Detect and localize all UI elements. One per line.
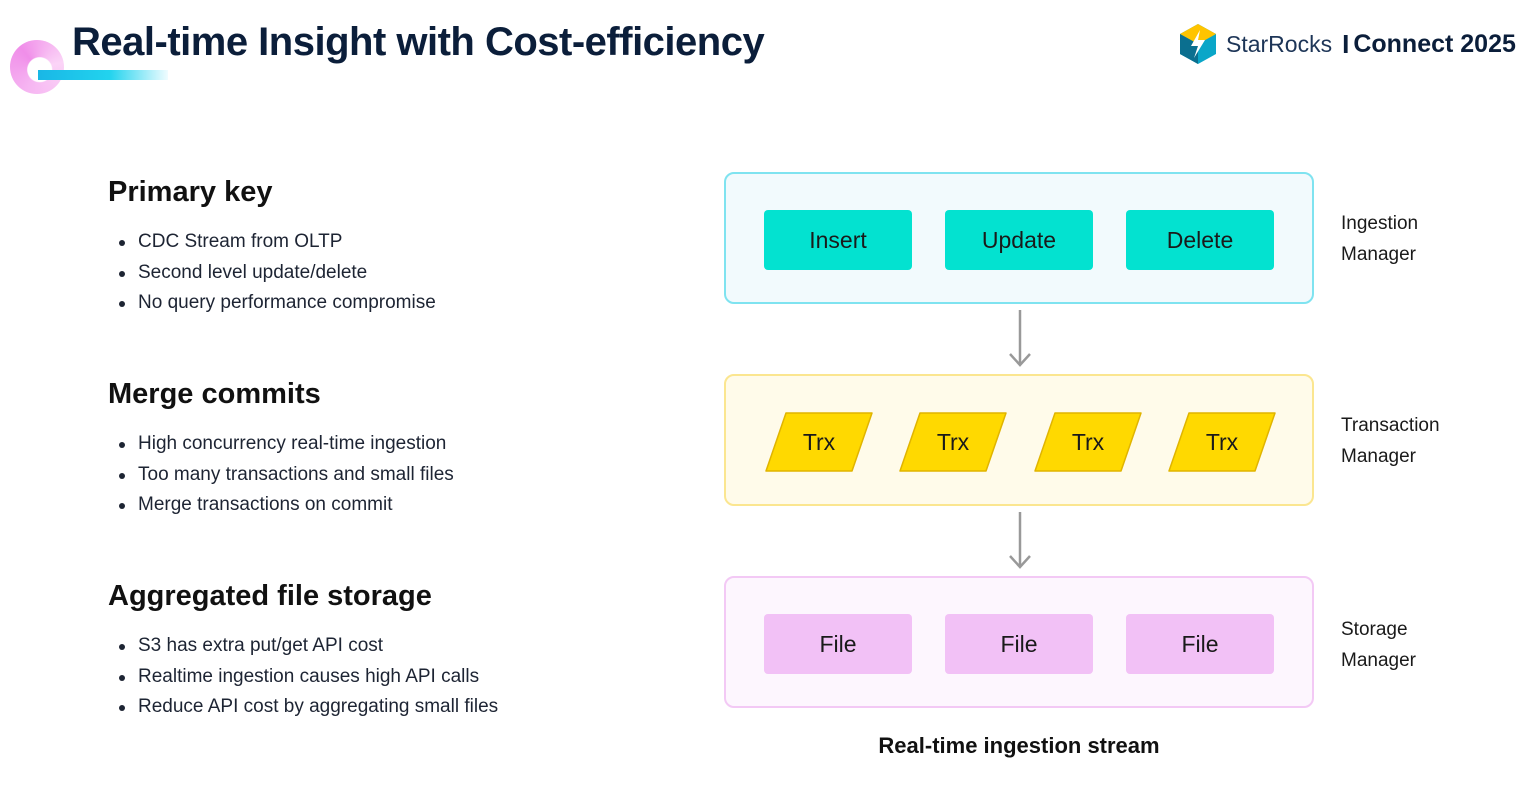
ring-shape <box>10 40 64 94</box>
label-line: Storage <box>1341 619 1408 640</box>
bullet-item: Realtime ingestion causes high API calls <box>108 662 498 693</box>
trx-label: Trx <box>936 428 970 455</box>
brand-name: StarRocks <box>1226 30 1333 57</box>
trx-label: Trx <box>802 428 836 455</box>
file-box: File <box>1126 614 1274 674</box>
section-aggregated-file-storage: Aggregated file storage S3 has extra put… <box>108 580 498 723</box>
label-line: Manager <box>1341 649 1416 671</box>
storage-panel: File File File <box>724 576 1314 708</box>
file-box: File <box>945 614 1093 674</box>
label-line: Manager <box>1341 243 1416 265</box>
transaction-panel: Trx Trx Trx Trx <box>724 374 1314 506</box>
bullet-item: Too many transactions and small files <box>108 460 454 491</box>
bullet-item: CDC Stream from OLTP <box>108 227 436 258</box>
bullet-list: CDC Stream from OLTP Second level update… <box>108 227 436 319</box>
bullet-item: High concurrency real-time ingestion <box>108 429 454 460</box>
trx-shape: Trx <box>1033 412 1143 472</box>
trx-label: Trx <box>1205 428 1239 455</box>
trx-label: Trx <box>1071 428 1105 455</box>
update-box: Update <box>945 210 1093 270</box>
diagram-caption: Real-time ingestion stream <box>878 733 1160 758</box>
down-arrow-icon <box>1009 512 1031 569</box>
transaction-manager-label: Transaction Manager <box>1341 411 1440 472</box>
title-decoration <box>10 40 170 96</box>
section-heading: Aggregated file storage <box>108 580 432 612</box>
bullet-list: High concurrency real-time ingestion Too… <box>108 429 454 521</box>
event-name: Connect 2025 <box>1353 29 1516 58</box>
trx-shape: Trx <box>1167 412 1277 472</box>
label-line: Transaction <box>1341 415 1440 436</box>
ingestion-panel: Insert Update Delete <box>724 172 1314 304</box>
bullet-item: S3 has extra put/get API cost <box>108 631 498 662</box>
brand-separator: I <box>1342 28 1350 59</box>
bullet-list: S3 has extra put/get API cost Realtime i… <box>108 631 498 723</box>
delete-box: Delete <box>1126 210 1274 270</box>
storage-manager-label: Storage Manager <box>1341 615 1416 676</box>
starrocks-logo-icon <box>1180 24 1216 64</box>
section-primary-key: Primary key CDC Stream from OLTP Second … <box>108 176 436 319</box>
bullet-item: Second level update/delete <box>108 258 436 289</box>
accent-bar <box>38 70 168 80</box>
bullet-item: No query performance compromise <box>108 288 436 319</box>
section-heading: Primary key <box>108 176 273 208</box>
bullet-item: Merge transactions on commit <box>108 490 454 521</box>
insert-box: Insert <box>764 210 912 270</box>
label-line: Ingestion <box>1341 213 1419 234</box>
section-heading: Merge commits <box>108 378 321 410</box>
down-arrow-icon <box>1009 310 1031 367</box>
page-title: Real-time Insight with Cost-efficiency <box>72 20 765 64</box>
file-box: File <box>764 614 912 674</box>
trx-shape: Trx <box>898 412 1008 472</box>
brand-logo: StarRocks I Connect 2025 <box>1178 22 1516 66</box>
ingestion-manager-label: Ingestion Manager <box>1341 209 1418 270</box>
section-merge-commits: Merge commits High concurrency real-time… <box>108 378 454 521</box>
bullet-item: Reduce API cost by aggregating small fil… <box>108 692 498 723</box>
label-line: Manager <box>1341 445 1416 467</box>
trx-shape: Trx <box>764 412 874 472</box>
